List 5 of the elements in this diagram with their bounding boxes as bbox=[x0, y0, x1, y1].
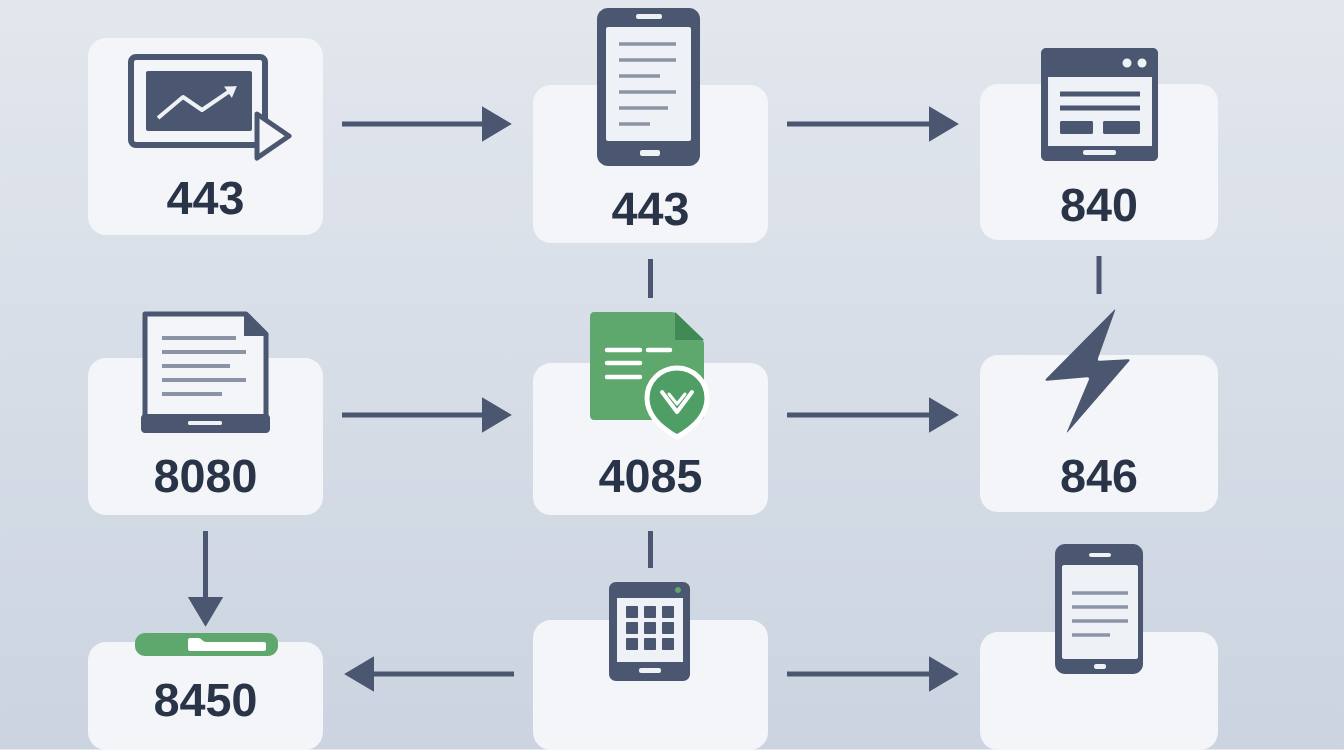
number-card: 8450 bbox=[88, 642, 323, 750]
connector-line bbox=[648, 259, 653, 298]
connector-line bbox=[648, 531, 653, 568]
connector-line bbox=[1096, 256, 1102, 294]
number-card: 846 bbox=[980, 355, 1218, 512]
